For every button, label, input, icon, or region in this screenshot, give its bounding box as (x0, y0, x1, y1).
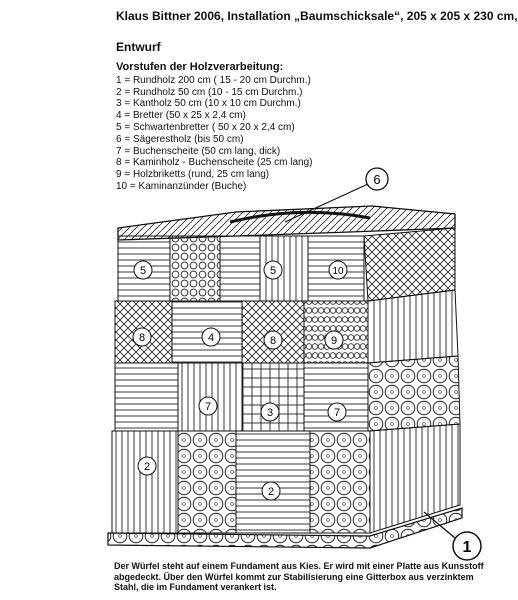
cell-label-8b-text: 8 (270, 335, 276, 347)
cell-label-2b-text: 2 (268, 486, 274, 498)
cell-label-3: 3 (260, 402, 280, 422)
cell-label-5b: 5 (263, 260, 283, 280)
legend-item-4: 4 = Bretter (50 x 25 x 2,4 cm) (116, 110, 246, 122)
cube-side-face (363, 227, 461, 534)
callout-1-text: 1 (463, 539, 472, 556)
cell-label-5a-text: 5 (140, 265, 146, 277)
legend-item-8: 8 = Kaminholz - Buchenscheite (25 cm lan… (116, 157, 313, 169)
cell-label-9: 9 (324, 330, 344, 350)
cell-label-8a-text: 8 (139, 332, 145, 344)
document-subtitle: Entwurf (116, 40, 161, 54)
callout-6-text: 6 (373, 172, 380, 187)
cell-label-8b: 8 (263, 330, 283, 350)
cell-label-5a: 5 (133, 260, 153, 280)
cell-label-2b: 2 (261, 481, 281, 501)
cell-label-2a: 2 (137, 456, 157, 476)
cell-label-7a: 7 (198, 396, 218, 416)
legend-item-2: 2 = Rundholz 50 cm (10 - 15 cm Durchm.) (116, 86, 303, 98)
cube-base (107, 507, 463, 549)
legend-item-6: 6 = Sägerestholz (bis 50 cm) (116, 133, 244, 145)
cell-label-9-text: 9 (331, 335, 337, 347)
cube-front-face (111, 235, 371, 534)
legend-item-3: 3 = Kantholz 50 cm (10 x 10 cm Durchm.) (116, 98, 301, 110)
cell-label-4-text: 4 (208, 332, 214, 344)
legend: Vorstufen der Holzverarbeitung: 1 = Rund… (116, 61, 313, 193)
cell-label-7a-text: 7 (205, 401, 211, 413)
wood-cube-drawing: 5 5 10 8 4 8 9 7 (107, 167, 482, 561)
legend-item-7: 7 = Buchenscheite (50 cm lang, dick) (116, 145, 281, 157)
cell-label-7b: 7 (327, 402, 347, 422)
cell-label-10-text: 10 (332, 266, 344, 277)
legend-item-10: 10 = Kaminanzünder (Buche) (116, 180, 247, 192)
cell-label-2a-text: 2 (144, 461, 150, 473)
legend-item-9: 9 = Holzbriketts (rund, 25 cm lang) (116, 169, 270, 181)
cell-label-3-text: 3 (267, 407, 273, 419)
legend-item-5: 5 = Schwartenbretter ( 50 x 20 x 2,4 cm) (116, 121, 295, 133)
document-title: Klaus Bittner 2006, Installation „Baumsc… (116, 9, 518, 23)
cell-label-10: 10 (328, 260, 348, 280)
legend-item-1: 1 = Rundholz 200 cm ( 15 - 20 cm Durchm.… (116, 74, 311, 86)
cell-labels: 5 5 10 8 4 8 9 7 (132, 260, 348, 501)
cell-label-8a: 8 (132, 327, 152, 347)
document-caption: Der Würfel steht auf einem Fundament aus… (114, 561, 484, 592)
callout-6: 6 (284, 167, 389, 223)
callout-1: 1 (423, 511, 482, 561)
cell-label-4: 4 (201, 327, 221, 347)
legend-heading: Vorstufen der Holzverarbeitung: (116, 61, 284, 73)
cell-label-5b-text: 5 (270, 265, 276, 277)
cell-label-7b-text: 7 (334, 407, 340, 419)
